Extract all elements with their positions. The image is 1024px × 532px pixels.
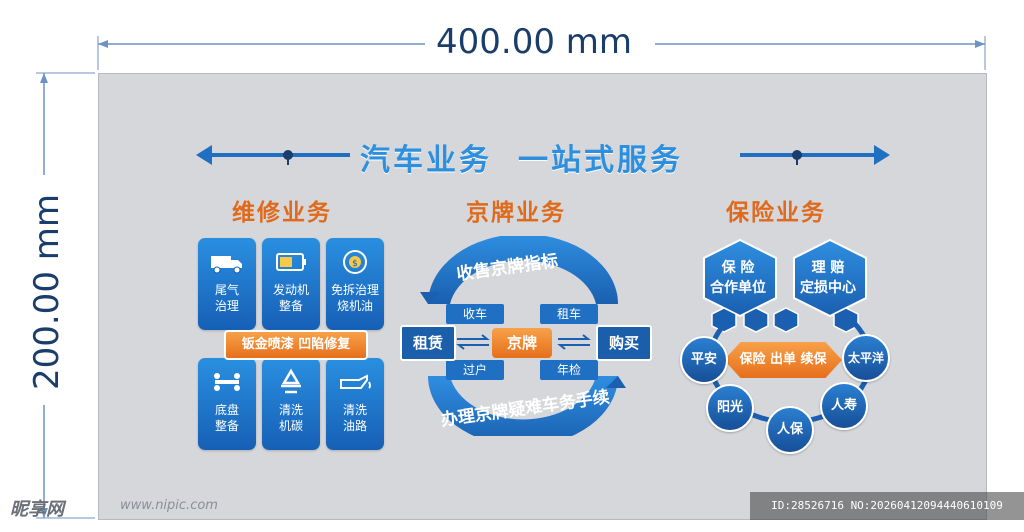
hex-label: 合作单位 [710, 280, 766, 296]
tile-label: 烧机油 [336, 299, 373, 313]
tile-label: 治理 [214, 299, 239, 313]
height-dimension-line [36, 72, 95, 519]
plate-section-title: 京牌业务 [466, 200, 566, 226]
insurance-claims-hex: 理 赔 定损中心 [796, 258, 860, 298]
company-yangguang: 阳光 [706, 384, 754, 432]
company-taipingyang: 太平洋 [842, 334, 890, 382]
width-dimension-line [97, 36, 986, 70]
company-renbao: 人保 [766, 406, 814, 454]
banner-title-part1: 汽车业务 [360, 143, 492, 178]
watermark-url: www.nipic.com [120, 498, 218, 513]
height-label: 200.00 mm [27, 194, 67, 391]
truck-icon [211, 256, 242, 274]
insurance-section-title: 保险业务 [726, 200, 826, 226]
plate-tag-rent: 租车 [540, 304, 598, 324]
insurance-hexagons [703, 238, 867, 333]
tile-label: 机碳 [278, 419, 303, 433]
width-label: 400.00 mm [430, 22, 639, 62]
swap-arrows-icon [557, 334, 591, 350]
repair-tile-engine: 发动机 整备 [262, 238, 320, 330]
plate-lease-box: 租赁 [400, 325, 456, 361]
insurance-partner-hex: 保 险 合作单位 [706, 258, 770, 298]
plate-tag-transfer: 过户 [446, 360, 504, 380]
repair-bodywork-bar: 钣金喷漆 凹陷修复 [224, 330, 368, 360]
chassis-icon [214, 373, 240, 391]
hex-label: 理 赔 [811, 260, 845, 276]
plate-center-box: 京牌 [492, 328, 552, 358]
repair-tile-oil-line: 清洗 油路 [326, 358, 384, 450]
repair-tile-oil-burn: $ 免拆治理 烧机油 [326, 238, 384, 330]
repair-tile-chassis: 底盘 整备 [198, 358, 256, 450]
watermark-logo: 昵享网 [10, 499, 64, 520]
tile-label: 底盘 [214, 403, 239, 417]
repair-section-title: 维修业务 [232, 200, 332, 226]
hex-label: 保 险 [721, 260, 755, 276]
plate-tag-collect: 收车 [446, 304, 504, 324]
oil-can-icon [340, 374, 371, 389]
tile-label: 发动机 [272, 283, 309, 297]
tile-label: 整备 [278, 299, 303, 313]
insurance-center-badge: 保险 出单 续保 [724, 342, 842, 378]
banner-title: 汽车业务一站式服务 [360, 135, 709, 179]
swap-arrows-icon [456, 334, 490, 350]
hex-label: 定损中心 [800, 280, 856, 296]
tile-label: 免拆治理 [330, 283, 379, 297]
plate-tag-inspection: 年检 [540, 360, 598, 380]
recycle-gear-icon: $ [343, 250, 367, 274]
svg-text:$: $ [352, 259, 358, 269]
tile-label: 尾气 [214, 283, 239, 297]
repair-tile-exhaust: 尾气 治理 [198, 238, 256, 330]
tile-label: 清洗 [342, 403, 367, 417]
tile-label: 油路 [342, 419, 367, 433]
tile-label: 清洗 [278, 403, 303, 417]
company-renshou: 人寿 [820, 382, 868, 430]
repair-tile-carbon: 清洗 机碳 [262, 358, 320, 450]
recycle-icon [281, 368, 301, 394]
battery-icon [276, 253, 306, 271]
banner-title-part2: 一站式服务 [518, 143, 683, 178]
company-pingan: 平安 [680, 336, 728, 384]
tile-label: 整备 [214, 419, 239, 433]
plate-cycle-ring [420, 236, 626, 436]
image-id-strip: ID:28526716 NO:20260412094440610109 [750, 492, 1024, 520]
plate-buy-box: 购买 [596, 325, 652, 361]
